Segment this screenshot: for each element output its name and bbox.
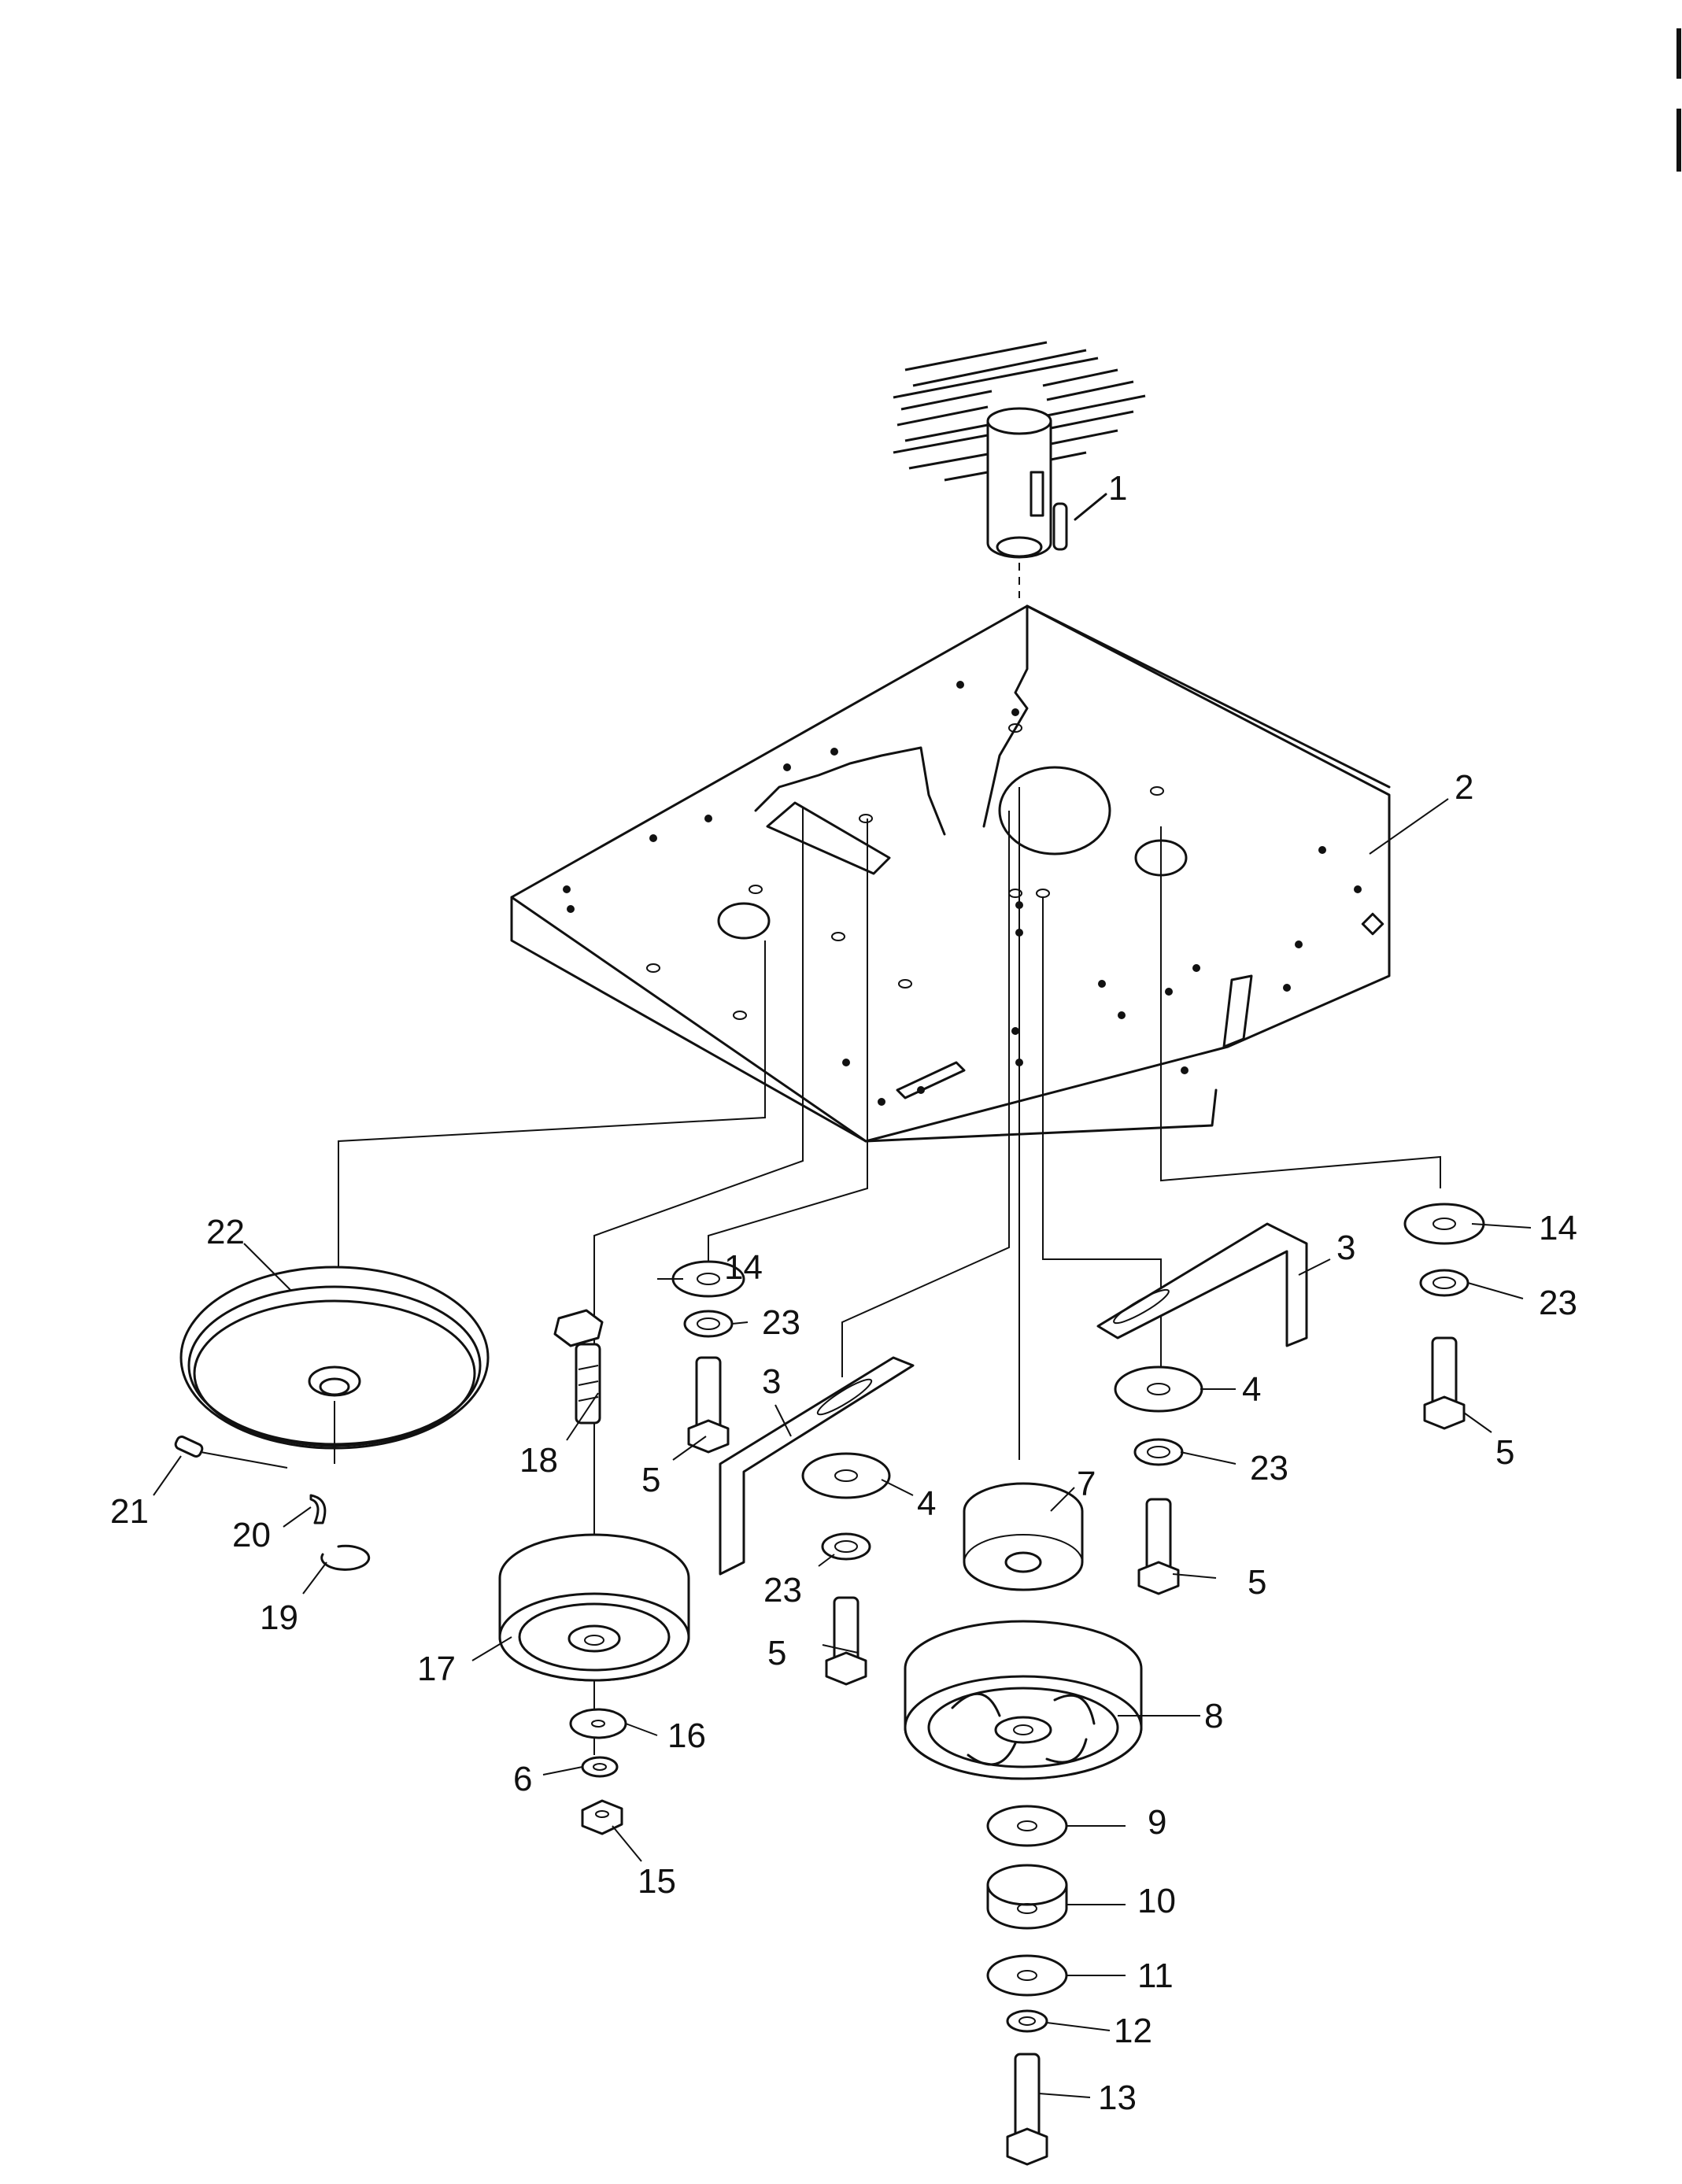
part-10-spacer	[986, 1864, 1068, 1930]
callout-8: 8	[1204, 1697, 1223, 1735]
part-9-spacer	[986, 1805, 1068, 1847]
page-edge-marks	[1676, 28, 1681, 172]
assembly-leader-lines	[338, 787, 1441, 1755]
part-11-washer	[986, 1954, 1068, 1997]
part-1-key	[1052, 493, 1107, 551]
callout-12: 12	[1114, 2012, 1152, 2050]
part-17-pulley	[498, 1533, 690, 1682]
part-5-bolt-left-bracket	[825, 1596, 867, 1686]
callout-15: 15	[638, 1862, 676, 1901]
callout-22: 22	[206, 1213, 245, 1251]
part-12-lock-washer	[1006, 2009, 1048, 2033]
callout-6: 6	[513, 1760, 532, 1798]
callout-1: 1	[1108, 469, 1127, 508]
callout-leaders	[153, 798, 1532, 2098]
part-6-lock-washer	[581, 1756, 619, 1778]
part-23-lock-washer-left	[683, 1310, 734, 1338]
callout-21: 21	[110, 1492, 149, 1531]
callout-4-right: 4	[1242, 1370, 1261, 1409]
part-3-bracket-left	[719, 1356, 915, 1576]
part-7-hub	[963, 1482, 1084, 1591]
callout-3-right: 3	[1336, 1229, 1355, 1267]
callout-5-center: 5	[767, 1634, 786, 1672]
callout-23-far-right: 23	[1539, 1284, 1577, 1322]
callout-18: 18	[519, 1441, 558, 1480]
callout-23-left: 23	[762, 1303, 800, 1342]
callout-11: 11	[1137, 1957, 1174, 1995]
part-22-idler-pulley	[179, 1266, 490, 1464]
callout-14-left: 14	[724, 1248, 763, 1287]
part-21-grease-fitting	[174, 1436, 288, 1469]
part-23-lock-washer-left-bracket	[821, 1532, 871, 1561]
part-5-bolt-right	[1137, 1498, 1180, 1595]
callout-19: 19	[260, 1598, 298, 1637]
part-13-bolt	[1006, 2053, 1048, 2166]
part-23-lock-washer-right	[1133, 1438, 1184, 1466]
part-20-key	[309, 1494, 327, 1524]
part-3-bracket-right	[1096, 1222, 1308, 1347]
callout-16: 16	[667, 1717, 706, 1755]
part-8-clutch-pulley	[904, 1620, 1143, 1780]
callout-9: 9	[1148, 1803, 1166, 1842]
callout-3-left: 3	[762, 1362, 781, 1401]
part-5-bolt-left	[687, 1356, 730, 1454]
callout-5-far-right: 5	[1495, 1433, 1514, 1472]
callout-20: 20	[232, 1516, 271, 1554]
part-16-spacer	[569, 1708, 627, 1739]
part-5-bolt-far-right	[1423, 1336, 1466, 1430]
callout-5-right: 5	[1248, 1563, 1266, 1602]
callout-10: 10	[1137, 1882, 1176, 1920]
part-19-retaining-ring	[320, 1544, 371, 1571]
part-2-deck-housing	[510, 604, 1391, 1143]
part-15-nut	[581, 1799, 623, 1835]
part-18-bolt	[553, 1309, 604, 1425]
callout-23-center: 23	[763, 1571, 802, 1609]
callout-2: 2	[1455, 768, 1473, 807]
callout-14-right: 14	[1539, 1209, 1577, 1247]
callout-5-left: 5	[641, 1461, 660, 1499]
callout-23-right: 23	[1250, 1449, 1288, 1487]
callout-13: 13	[1098, 2079, 1137, 2117]
callout-4-left: 4	[917, 1484, 936, 1523]
callout-7: 7	[1077, 1465, 1096, 1503]
part-23-lock-washer-far-right	[1419, 1269, 1469, 1297]
callout-labels: 1 2 3 3 4 4 5 5 5 5 6 7 8 9 10 11 12 13 …	[110, 469, 1577, 2117]
part-4-washer-right	[1114, 1365, 1203, 1413]
callout-17: 17	[417, 1650, 456, 1688]
part-4-washer-left	[801, 1452, 891, 1499]
part-14-washer-right	[1403, 1203, 1485, 1245]
engine-crankshaft	[893, 341, 1146, 598]
